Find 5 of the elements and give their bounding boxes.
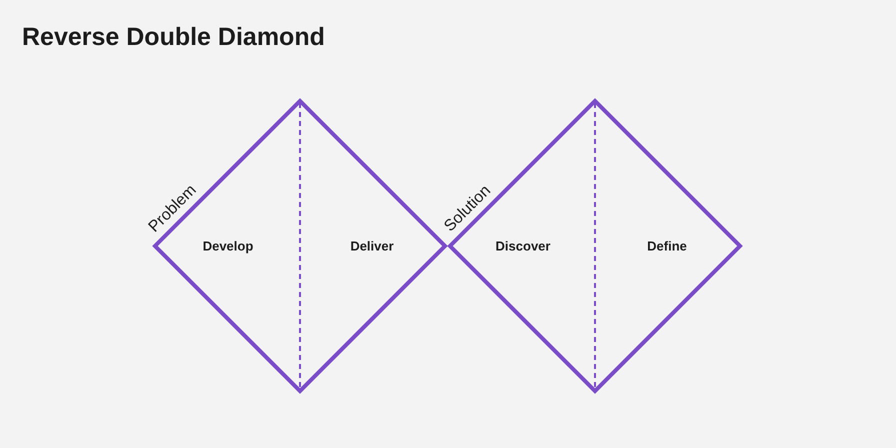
phase-label: Develop — [202, 240, 254, 252]
phase-label: Define — [647, 240, 687, 252]
diagram-title: Reverse Double Diamond — [22, 22, 325, 53]
phase-label: Discover — [496, 240, 550, 252]
phase-label: Deliver — [350, 240, 394, 252]
